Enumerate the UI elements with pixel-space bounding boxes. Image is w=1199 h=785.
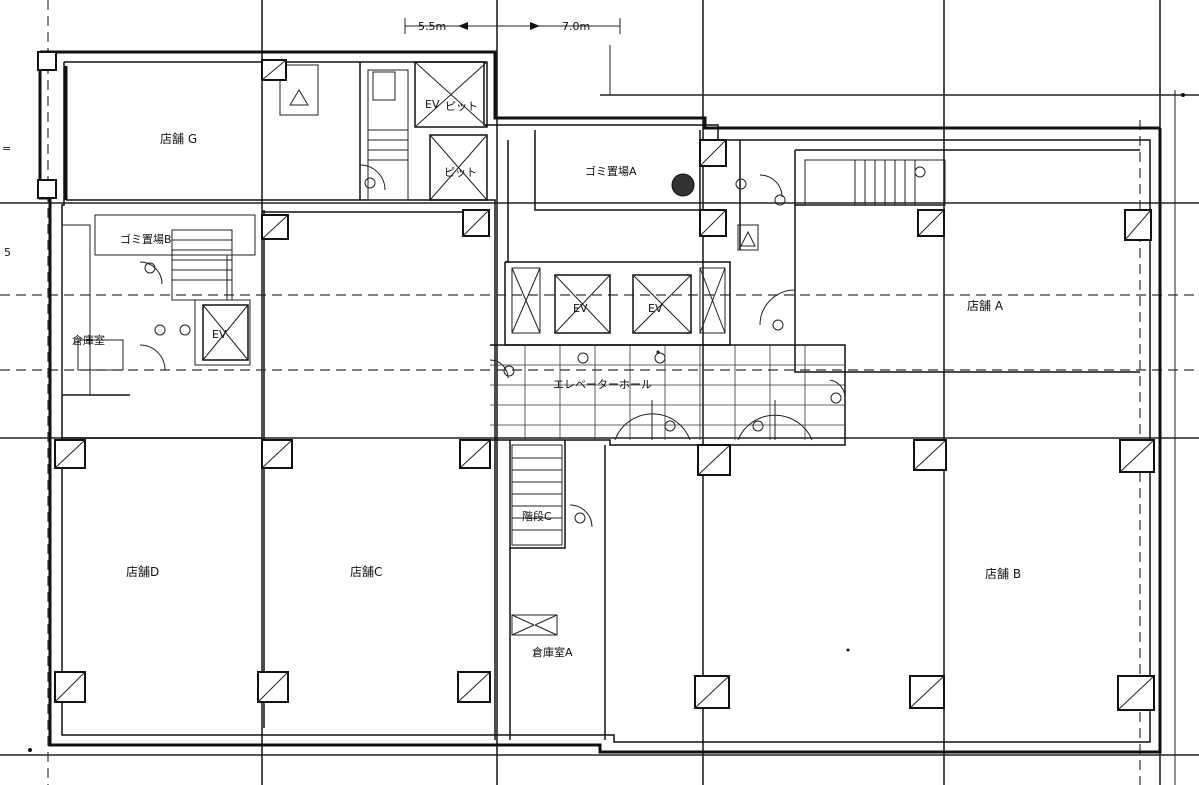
ev-label-top: EV [425,98,440,111]
elevator-shaft-left [202,304,249,361]
ev-label-hall-2: EV [648,302,663,315]
room-label-shop-a: 店舗 A [967,299,1004,313]
pit-label-2: ピット [444,166,477,179]
dimension-label-left: 5.5m [418,20,446,33]
stair-treads-right [804,159,946,206]
room-label-shop-b: 店舗 B [985,567,1021,581]
annotation-dots [28,93,1185,752]
stair-treads-left [171,229,233,301]
room-label-garbage-a: ゴミ置場A [585,164,637,178]
structural-columns [37,51,1155,711]
side-mark-mid: 5 [4,246,11,259]
top-dimension-line [404,12,621,40]
interior-walls [62,62,1140,740]
room-label-storage-small: 倉庫室 [72,333,105,347]
room-label-stairs-c: 階段C [522,509,552,523]
small-shafts-top [279,64,759,251]
room-label-storage-a: 倉庫室A [532,645,573,659]
elevator-hall-floor-grid [490,345,845,440]
stair-treads-top [367,69,409,201]
elevator-shaft-hall-1 [554,274,611,334]
duct-shaft-2 [699,267,726,334]
room-label-elevator-hall: エレベーターホール [553,378,652,391]
elevator-shaft-hall-2 [632,274,692,334]
pit-label-1: ピット [445,100,478,113]
elevator-shaft-top-2 [429,134,488,201]
side-mark-top: = [2,142,11,155]
duct-shaft-1 [511,267,541,334]
room-label-shop-d: 店舗D [126,565,159,579]
exterior-walls [38,50,1162,754]
dimension-label-right: 7.0m [562,20,590,33]
stair-treads-c [511,444,563,546]
elevator-shaft-top-1 [414,61,488,128]
room-label-garbage-b: ゴミ置場B [120,232,172,246]
room-label-shop-c: 店舗C [350,565,382,579]
storage-a-shelf [511,614,558,636]
room-label-shop-g: 店舗 G [160,132,197,146]
fixture-circles [144,166,926,524]
ev-label-left: EV [212,328,227,341]
ev-label-hall-1: EV [573,302,588,315]
door-swings [139,164,846,528]
